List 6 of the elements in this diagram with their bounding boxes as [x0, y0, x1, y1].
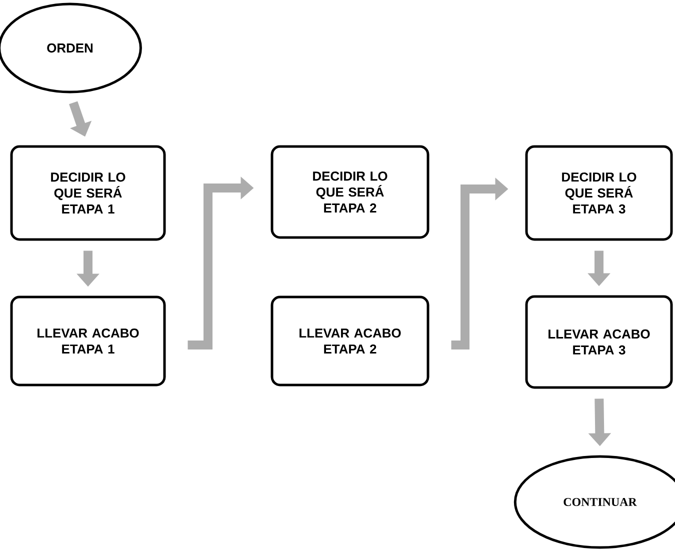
process-box: LLEVAR ACABO ETAPA 1 — [10, 296, 166, 386]
process-box: DECIDIR LO QUE SERÁ ETAPA 1 — [10, 145, 166, 241]
process-box: DECIDIR LO QUE SERÁ ETAPA 3 — [525, 145, 673, 241]
process-box: LLEVAR ACABO ETAPA 2 — [270, 296, 430, 386]
process-box: DECIDIR LO QUE SERÁ ETAPA 2 — [270, 145, 430, 239]
process-box: LLEVAR ACABO ETAPA 3 — [525, 295, 673, 389]
